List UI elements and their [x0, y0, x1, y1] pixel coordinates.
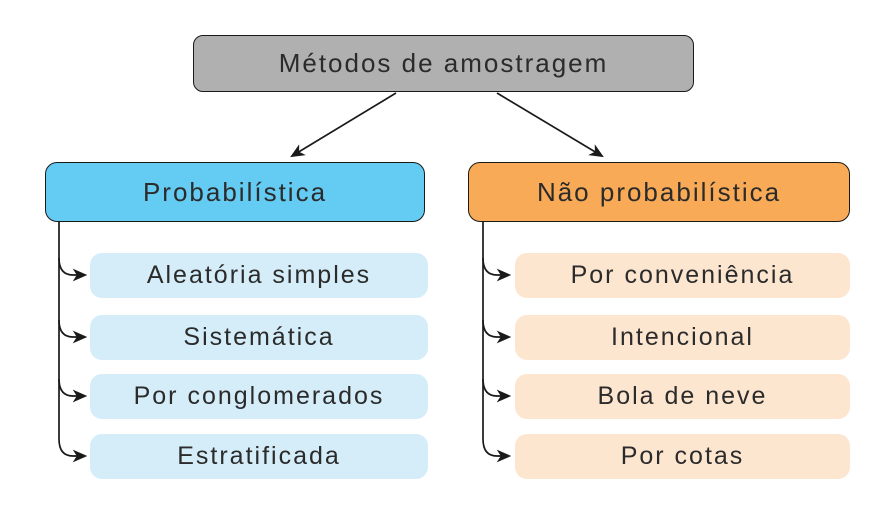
branch-node-nao-probabilistica: Não probabilística [468, 162, 850, 222]
leaf-node-sistematica: Sistemática [90, 315, 428, 360]
leaf-node-por-conveniencia: Por conveniência [515, 253, 850, 298]
leaf-node-aleatoria-simples: Aleatória simples [90, 253, 428, 298]
leaf-node-bola-de-neve: Bola de neve [515, 374, 850, 419]
leaf-node-por-conglomerados: Por conglomerados [90, 374, 428, 419]
leaf-node-por-cotas: Por cotas [515, 434, 850, 479]
left-branch-arrow-3 [58, 378, 88, 403]
left-branch-arrow-4 [58, 438, 88, 463]
left-branch-arrow-2 [58, 319, 88, 344]
branch-node-probabilistica: Probabilística [45, 162, 425, 222]
leaf-node-estratificada: Estratificada [90, 434, 428, 479]
leaf-node-intencional: Intencional [515, 315, 850, 360]
arrow-root-to-probabilistica [290, 92, 397, 158]
root-node-metodos-de-amostragem: Métodos de amostragem [193, 35, 694, 92]
right-branch-arrow-4 [482, 438, 512, 463]
left-branch-arrow-1 [58, 257, 88, 282]
right-branch-arrow-3 [482, 378, 512, 403]
right-branch-arrow-2 [482, 319, 512, 344]
arrow-root-to-nao-probabilistica [496, 92, 604, 158]
right-branch-arrow-1 [482, 257, 512, 282]
